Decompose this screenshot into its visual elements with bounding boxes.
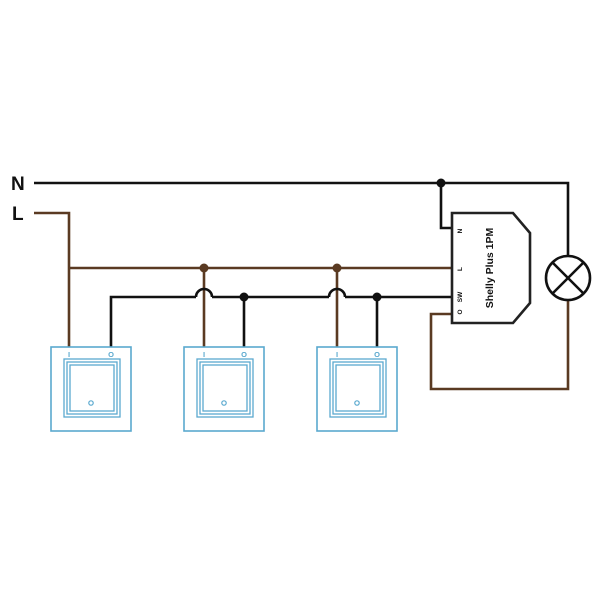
terminal-n-label: N — [457, 228, 464, 233]
sw-junction-1 — [239, 292, 249, 302]
switch-led — [88, 400, 94, 406]
switch-led — [221, 400, 227, 406]
lamp-return-wire — [429, 301, 570, 391]
wall-switch-2: I O — [183, 346, 265, 432]
terminal-sw-label: SW — [457, 291, 464, 302]
neutral-wire — [34, 181, 570, 255]
shelly-device: N L SW O Shelly Plus 1PM — [450, 211, 532, 325]
switch-3-terminal-out: O — [374, 350, 380, 359]
switch-3-terminal-in: I — [336, 350, 338, 359]
switch-led — [354, 400, 360, 406]
switch-signal-wire — [109, 287, 452, 350]
switch-1-terminal-in: I — [68, 350, 70, 359]
terminal-o-label: O — [457, 309, 464, 314]
neutral-label: N — [11, 174, 25, 195]
device-name: Shelly Plus 1PM — [484, 227, 496, 308]
device-body — [450, 211, 532, 325]
live-junction-1 — [199, 263, 209, 273]
switch-2-terminal-out: O — [241, 350, 247, 359]
live-label: L — [12, 204, 24, 225]
switch-1-terminal-out: O — [108, 350, 114, 359]
switch-2-terminal-in: I — [203, 350, 205, 359]
terminal-l-label: L — [457, 267, 464, 271]
live-junction-2 — [332, 263, 342, 273]
lamp-icon — [544, 254, 592, 302]
sw-junction-2 — [372, 292, 382, 302]
wall-switch-1: I O — [50, 346, 132, 432]
neutral-junction — [436, 178, 446, 188]
live-wire — [34, 211, 452, 350]
wall-switch-3: I O — [316, 346, 398, 432]
